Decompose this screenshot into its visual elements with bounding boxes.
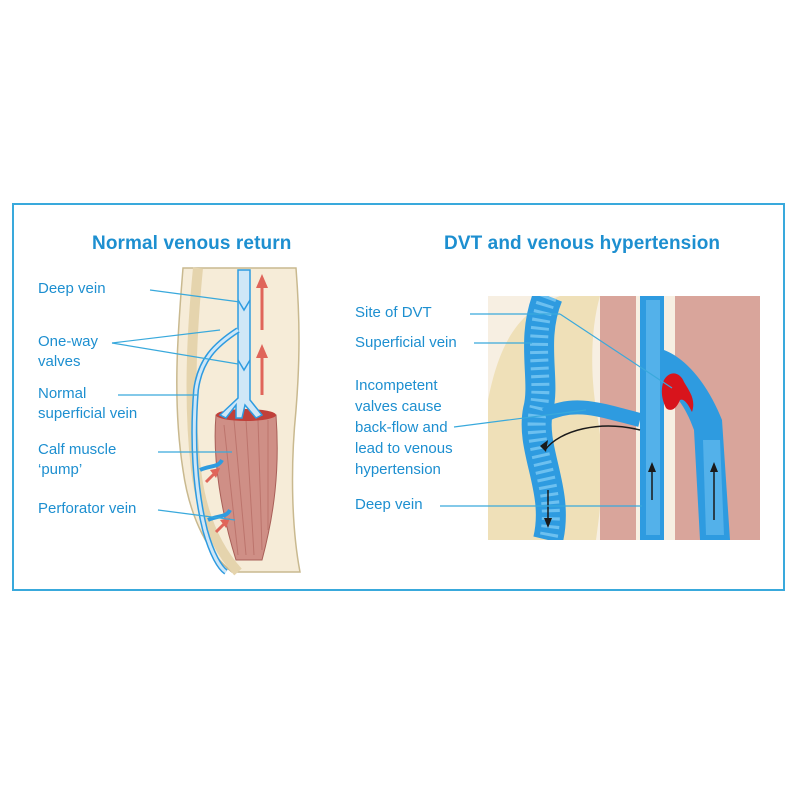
label-site-of-dvt: Site of DVT <box>355 304 432 321</box>
label-superficial-vein: Superficial vein <box>355 334 457 351</box>
deep-vein-shape <box>218 269 264 419</box>
label-normal-superficial-vein: Normal superficial vein <box>38 385 138 422</box>
label-deep-vein-right: Deep vein <box>355 496 423 513</box>
right-panel-title: DVT and venous hypertension <box>444 233 721 254</box>
label-one-way-valves: One-way valves <box>38 333 99 370</box>
dvt-clot-shape <box>661 373 694 412</box>
label-perforator-vein: Perforator vein <box>38 500 137 517</box>
left-panel-title: Normal venous return <box>92 233 292 254</box>
label-calf-muscle-pump: Calf muscle ‘pump’ <box>38 441 117 478</box>
label-incompetent-valves: Incompetent valves cause back-flow and l… <box>355 377 453 478</box>
label-deep-vein: Deep vein <box>38 280 106 297</box>
calf-muscle-shape <box>214 414 278 561</box>
